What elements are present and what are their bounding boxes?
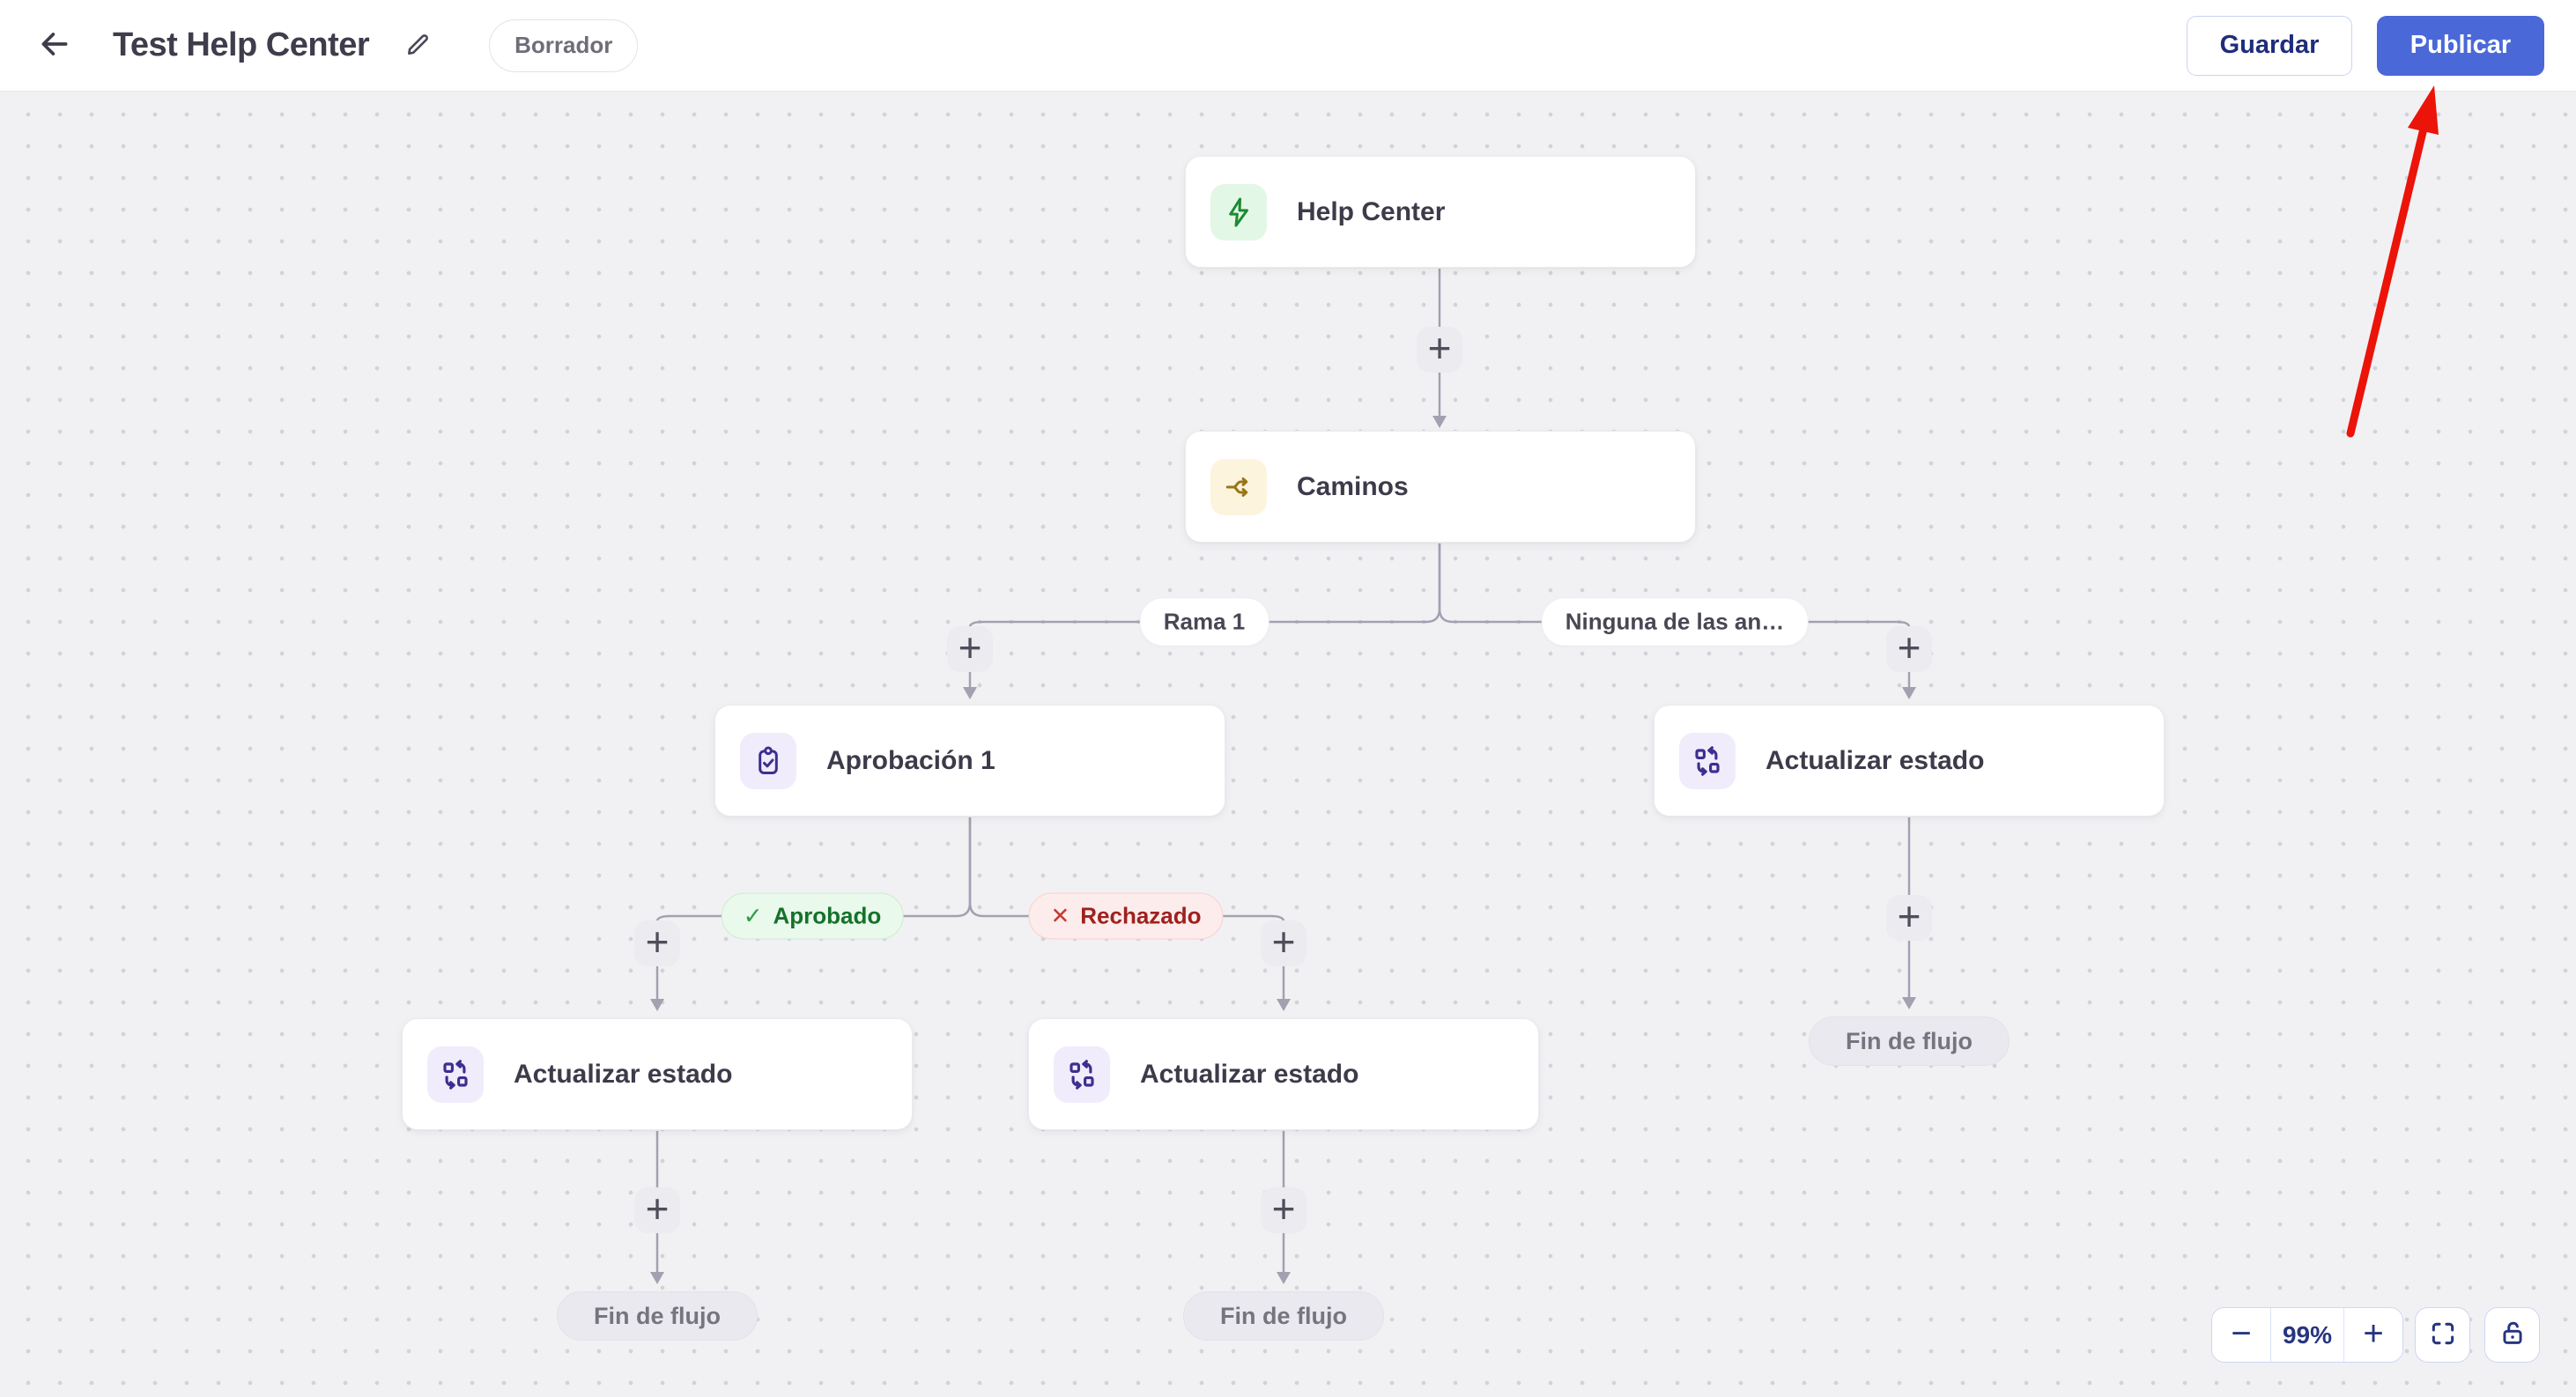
back-button[interactable] [32,23,78,69]
node-help-center[interactable]: Help Center [1185,156,1696,268]
status-swap-icon [1679,732,1736,789]
add-step-button[interactable]: + [1886,895,1932,941]
lightning-icon [1210,183,1267,240]
node-label: Actualizar estado [1765,745,1985,775]
outcome-label-rechazado: ✕ Rechazado [1028,892,1224,940]
edit-title-button[interactable] [399,26,438,65]
end-of-flow-label: Fin de flujo [1183,1291,1384,1341]
branch-label-ninguna: Ninguna de las an… [1541,597,1809,647]
top-bar: Test Help Center Borrador Guardar Public… [0,0,2576,92]
zoom-in-button[interactable]: + [2344,1308,2402,1362]
check-icon: ✓ [743,902,763,929]
status-swap-icon [427,1046,484,1103]
cross-icon: ✕ [1050,902,1070,929]
add-step-button[interactable]: + [1417,327,1462,373]
publish-button[interactable]: Publicar [2377,15,2544,76]
unlock-button[interactable] [2484,1307,2540,1363]
pencil-icon [404,30,433,61]
zoom-level-display: 99% [2270,1308,2344,1362]
page-title: Test Help Center [113,26,370,63]
status-badge: Borrador [489,18,639,72]
node-label: Help Center [1297,196,1446,226]
zoom-out-button[interactable]: − [2212,1308,2270,1362]
node-actualizar-estado-left[interactable]: Actualizar estado [402,1018,913,1130]
branch-label-rama-1: Rama 1 [1139,597,1269,647]
node-label: Aprobación 1 [826,745,996,775]
clipboard-check-icon [740,732,796,789]
split-paths-icon [1210,458,1267,515]
outcome-text: Rechazado [1080,902,1202,929]
node-label: Actualizar estado [514,1059,733,1089]
node-actualizar-estado-right[interactable]: Actualizar estado [1654,705,2165,817]
unlock-icon [2498,1319,2527,1350]
add-step-button[interactable]: + [1886,626,1932,672]
add-step-button[interactable]: + [634,920,680,966]
status-swap-icon [1054,1046,1110,1103]
add-step-button[interactable]: + [947,626,993,672]
zoom-toolbar: − 99% + [2211,1307,2403,1363]
node-label: Caminos [1297,471,1409,501]
fit-view-icon [2429,1319,2457,1350]
outcome-text: Aprobado [773,902,882,929]
outcome-label-aprobado: ✓ Aprobado [721,892,904,940]
end-of-flow-label: Fin de flujo [1809,1016,2010,1066]
node-actualizar-estado-mid[interactable]: Actualizar estado [1028,1018,1539,1130]
add-step-button[interactable]: + [1261,920,1307,966]
node-caminos[interactable]: Caminos [1185,431,1696,543]
fit-view-button[interactable] [2415,1307,2470,1363]
node-aprobacion[interactable]: Aprobación 1 [714,705,1225,817]
save-button[interactable]: Guardar [2187,15,2352,76]
node-label: Actualizar estado [1140,1059,1359,1089]
add-step-button[interactable]: + [634,1187,680,1233]
add-step-button[interactable]: + [1261,1187,1307,1233]
end-of-flow-label: Fin de flujo [557,1291,758,1341]
back-arrow-icon [38,27,71,63]
